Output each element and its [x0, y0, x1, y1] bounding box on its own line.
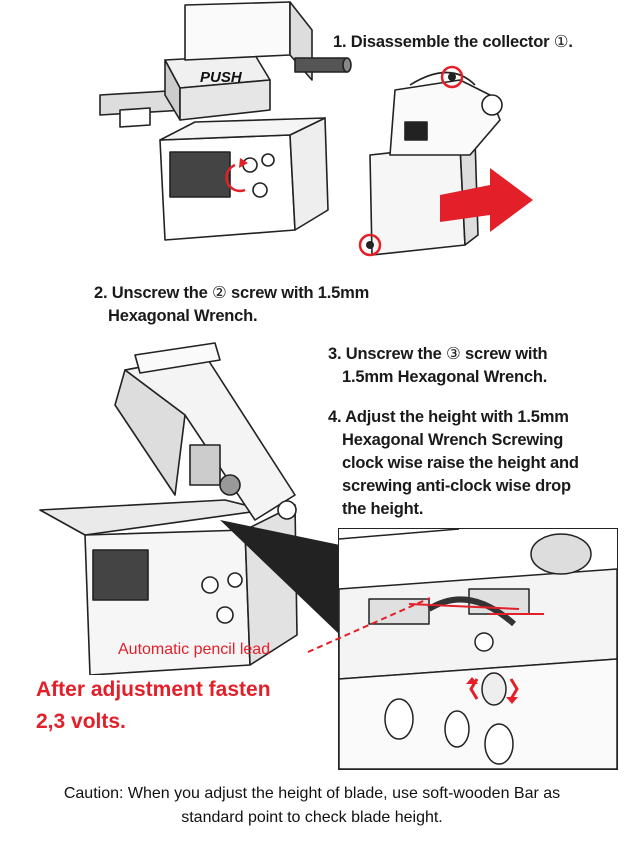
push-label: PUSH [200, 69, 243, 86]
cleaver-illustration-open [39, 342, 340, 675]
cleaver-illustration-closed: PUSH [99, 1, 352, 241]
caution-line-2: standard point to check blade height. [181, 809, 443, 826]
pencil-lead-leader-line [307, 597, 431, 653]
warning-line-2: 2,3 volts. [36, 710, 126, 733]
step-1-text: 1. Disassemble the collector ①. [333, 33, 573, 51]
zoom-inset-drawing [339, 529, 617, 769]
caution-line-1: Caution: When you adjust the height of b… [63, 785, 561, 802]
collector-illustration [358, 65, 533, 257]
step-3-text: 3. Unscrew the ③ screw with 1.5mm Hexago… [328, 345, 548, 386]
zoom-inset [338, 528, 618, 770]
step-2-text: 2. Unscrew the ② screw with 1.5mm Hexago… [94, 284, 370, 325]
step-4-text: 4. Adjust the height with 1.5mm Hexagona… [328, 408, 579, 518]
pencil-lead-label: Automatic pencil lead [118, 641, 271, 658]
warning-line-1: After adjustment fasten [36, 678, 271, 701]
